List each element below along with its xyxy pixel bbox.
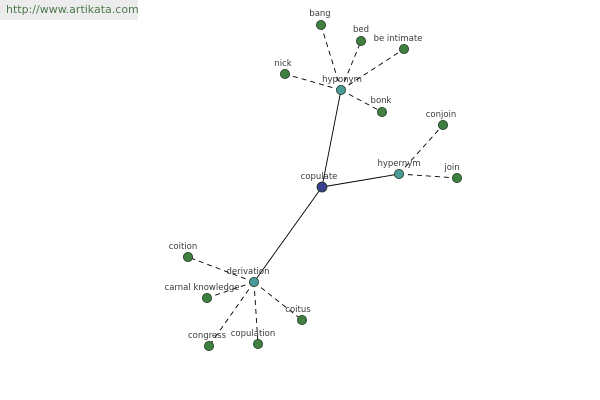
edge-copulate-hypernym: [321, 173, 400, 188]
node-bed[interactable]: [355, 36, 366, 47]
edge-hypernym-conjoin: [398, 124, 444, 175]
node-copulation[interactable]: [252, 338, 263, 349]
edge-copulate-hyponym: [321, 89, 342, 188]
node-derivation[interactable]: [248, 276, 259, 287]
node-join[interactable]: [451, 172, 462, 183]
node-hypernym[interactable]: [393, 168, 404, 179]
edge-derivation-congress: [208, 281, 255, 347]
edge-hypernym-join: [398, 173, 458, 179]
label-hyponym: hyponym: [322, 75, 362, 85]
node-copulate[interactable]: [316, 181, 328, 193]
watermark: http://www.artikata.com: [0, 0, 139, 20]
node-coition[interactable]: [182, 251, 193, 262]
label-copulation: copulation: [231, 329, 276, 339]
label-coitus: coitus: [285, 305, 311, 315]
edge-hyponym-be-intimate: [340, 48, 405, 91]
node-nick[interactable]: [279, 69, 290, 80]
node-be-intimate[interactable]: [398, 44, 409, 55]
edge-hyponym-bonk: [340, 89, 383, 113]
labels-layer: bang bed be intimate nick bonk hyponym conjoin…: [165, 9, 460, 341]
label-join: join: [443, 163, 459, 173]
label-hypernym: hypernym: [377, 159, 420, 169]
edge-hyponym-nick: [284, 73, 342, 91]
label-copulate: copulate: [301, 172, 338, 182]
edge-derivation-copulation: [253, 281, 259, 345]
label-bang: bang: [309, 9, 330, 19]
edge-hyponym-bang: [320, 24, 342, 91]
nodes-layer: [182, 19, 462, 351]
edge-derivation-coition: [187, 256, 255, 283]
node-congress[interactable]: [203, 340, 214, 351]
node-hyponym[interactable]: [335, 85, 346, 96]
node-coitus[interactable]: [296, 314, 307, 325]
label-coition: coition: [169, 242, 198, 252]
edge-derivation-coitus: [253, 281, 303, 321]
label-congress: congress: [188, 331, 227, 341]
label-be-intimate: be intimate: [374, 34, 423, 44]
edges-layer: [187, 24, 458, 347]
label-carnal-knowledge: carnal knowledge: [165, 283, 240, 293]
node-bonk[interactable]: [376, 107, 387, 118]
label-derivation: derivation: [226, 267, 269, 277]
label-bonk: bonk: [371, 96, 392, 106]
node-bang[interactable]: [315, 19, 326, 30]
node-conjoin[interactable]: [437, 120, 448, 131]
edge-copulate-derivation: [253, 186, 323, 283]
label-bed: bed: [353, 25, 369, 35]
label-conjoin: conjoin: [426, 110, 457, 120]
node-carnal-knowledge[interactable]: [201, 292, 212, 303]
label-nick: nick: [274, 59, 291, 69]
